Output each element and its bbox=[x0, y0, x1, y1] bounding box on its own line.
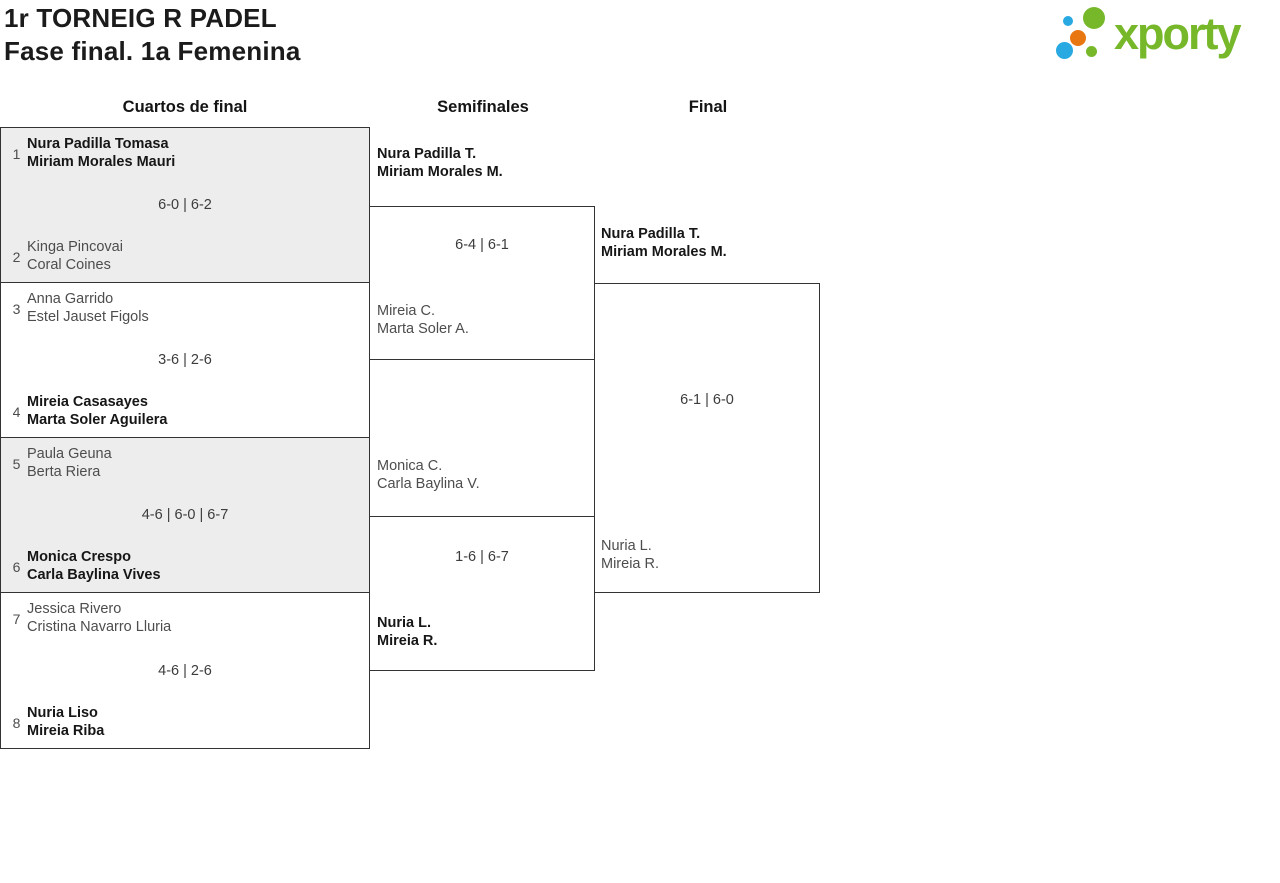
round-header-semifinales: Semifinales bbox=[437, 98, 529, 116]
seed-number: 4 bbox=[12, 403, 21, 420]
logo-dot-icon bbox=[1083, 7, 1105, 29]
team-slot: 2 Kinga Pincovai Coral Coines bbox=[1, 239, 369, 274]
match-quarterfinal-2: 3 Anna Garrido Estel Jauset Figols 3-6 |… bbox=[0, 282, 370, 438]
seed-number: 6 bbox=[12, 558, 21, 575]
team-slot: 5 Paula Geuna Berta Riera bbox=[1, 446, 369, 481]
team-name: Nura Padilla T. Miriam Morales M. bbox=[601, 226, 727, 260]
logo-dot-icon bbox=[1086, 46, 1097, 57]
logo-dot-icon bbox=[1056, 42, 1073, 59]
team-slot: 3 Anna Garrido Estel Jauset Figols bbox=[1, 291, 369, 326]
match-score: 6-4 | 6-1 bbox=[455, 237, 509, 253]
xporty-logo[interactable]: xporty bbox=[1050, 0, 1278, 72]
team-name: Mireia C. Marta Soler A. bbox=[377, 303, 469, 337]
seed-number: 7 bbox=[12, 610, 21, 627]
team-slot: 6 Monica Crespo Carla Baylina Vives bbox=[1, 549, 369, 584]
team-name: Nura Padilla Tomasa Miriam Morales Mauri bbox=[27, 136, 176, 170]
seed-number: 5 bbox=[12, 455, 21, 472]
page-title: 1r TORNEIG R PADEL Fase final. 1a Femeni… bbox=[4, 2, 301, 68]
team-name: Paula Geuna Berta Riera bbox=[27, 446, 112, 480]
team-name: Anna Garrido Estel Jauset Figols bbox=[27, 291, 149, 325]
team-name: Mireia Casasayes Marta Soler Aguilera bbox=[27, 394, 168, 428]
match-score: 4-6 | 6-0 | 6-7 bbox=[141, 507, 229, 523]
team-name: Jessica Rivero Cristina Navarro Lluria bbox=[27, 601, 172, 635]
match-quarterfinal-3: 5 Paula Geuna Berta Riera 4-6 | 6-0 | 6-… bbox=[0, 437, 370, 593]
round-header-final: Final bbox=[688, 98, 728, 116]
match-score: 1-6 | 6-7 bbox=[455, 549, 509, 565]
team-name: Kinga Pincovai Coral Coines bbox=[27, 239, 123, 273]
team-slot: 7 Jessica Rivero Cristina Navarro Lluria bbox=[1, 601, 369, 636]
team-slot: 1 Nura Padilla Tomasa Miriam Morales Mau… bbox=[1, 136, 369, 171]
match-score: 6-0 | 6-2 bbox=[158, 197, 212, 213]
match-final bbox=[594, 283, 820, 593]
match-quarterfinal-1: 1 Nura Padilla Tomasa Miriam Morales Mau… bbox=[0, 127, 370, 283]
match-score: 3-6 | 2-6 bbox=[158, 352, 212, 368]
team-name: Nuria L. Mireia R. bbox=[601, 538, 660, 572]
team-name: Monica Crespo Carla Baylina Vives bbox=[27, 549, 161, 583]
phase-category: Fase final. 1a Femenina bbox=[4, 36, 301, 66]
team-name: Nuria L. Mireia R. bbox=[377, 615, 438, 649]
team-name: Nuria Liso Mireia Riba bbox=[27, 705, 105, 739]
team-slot: 8 Nuria Liso Mireia Riba bbox=[1, 705, 369, 740]
seed-number: 8 bbox=[12, 714, 21, 731]
team-name: Monica C. Carla Baylina V. bbox=[377, 458, 480, 492]
tournament-name: 1r TORNEIG R PADEL bbox=[4, 3, 277, 33]
match-score: 4-6 | 2-6 bbox=[158, 662, 212, 679]
match-quarterfinal-4: 7 Jessica Rivero Cristina Navarro Lluria… bbox=[0, 592, 370, 749]
seed-number: 2 bbox=[12, 248, 21, 265]
round-header-cuartos: Cuartos de final bbox=[122, 98, 248, 116]
seed-number: 1 bbox=[12, 145, 21, 162]
team-name: Nura Padilla T. Miriam Morales M. bbox=[377, 146, 503, 180]
logo-dot-icon bbox=[1063, 16, 1073, 26]
logo-wordmark: xporty bbox=[1114, 8, 1242, 59]
match-score: 6-1 | 6-0 bbox=[680, 392, 734, 408]
logo-dot-icon bbox=[1070, 30, 1086, 46]
team-slot: 4 Mireia Casasayes Marta Soler Aguilera bbox=[1, 394, 369, 429]
match-semifinal-2 bbox=[369, 516, 595, 671]
seed-number: 3 bbox=[12, 300, 21, 317]
